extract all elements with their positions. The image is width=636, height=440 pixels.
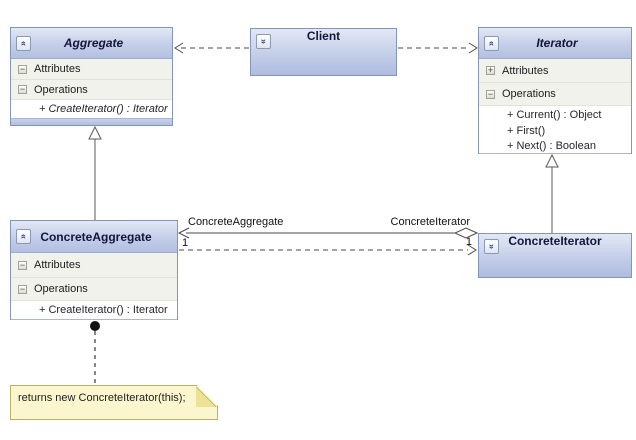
dependency-client-aggregate[interactable]: [174, 42, 249, 54]
section-collapse-icon[interactable]: −: [18, 259, 27, 270]
class-footer: [11, 118, 172, 125]
operation-member: + CreateIterator() : Iterator: [11, 100, 172, 118]
collapse-button[interactable]: «: [16, 229, 31, 244]
class-box-iterator[interactable]: « Iterator + Attributes − Operations + C…: [478, 27, 632, 154]
collapse-button[interactable]: «: [484, 35, 499, 51]
class-header: « Aggregate: [11, 28, 172, 59]
chevron-double-up-icon: «: [486, 40, 497, 46]
class-box-concrete-iterator[interactable]: » ConcreteIterator: [478, 233, 632, 278]
chevron-double-down-icon: »: [486, 243, 497, 250]
comment-note-text: returns new ConcreteIterator(this);: [18, 392, 186, 404]
section-expand-icon[interactable]: +: [486, 65, 495, 75]
chevron-double-up-icon: «: [18, 233, 29, 240]
class-title: ConcreteIterator: [508, 234, 602, 248]
section-label: Operations: [34, 283, 88, 295]
class-box-client[interactable]: » Client: [250, 28, 397, 76]
class-header: « Iterator: [479, 28, 631, 59]
note-anchor[interactable]: [90, 321, 100, 384]
class-box-aggregate[interactable]: « Aggregate − Attributes − Operations + …: [10, 27, 173, 126]
class-title: ConcreteAggregate: [40, 229, 152, 244]
class-footer: [479, 153, 631, 154]
class-title: Iterator: [536, 36, 578, 50]
operation-member: + Current() : Object: [479, 106, 631, 123]
association-concreteaggregate-concreteiterator[interactable]: [177, 227, 479, 239]
class-box-concrete-aggregate[interactable]: « ConcreteAggregate − Attributes − Opera…: [10, 220, 178, 320]
generalization-concreteiterator-iterator[interactable]: [545, 153, 559, 233]
operation-member: + CreateIterator() : Iterator: [11, 301, 177, 319]
section-label: Attributes: [502, 64, 549, 77]
section-collapse-icon[interactable]: −: [486, 88, 495, 99]
expand-button[interactable]: »: [256, 34, 271, 49]
association-role-label-left: ConcreteAggregate: [188, 216, 284, 228]
dependency-client-iterator[interactable]: [398, 42, 478, 54]
operation-member: + Next() : Boolean: [479, 138, 631, 153]
attributes-section: − Attributes: [11, 253, 177, 278]
class-title: Aggregate: [63, 36, 124, 50]
operations-section: − Operations: [11, 278, 177, 301]
section-label: Attributes: [34, 259, 81, 271]
section-label: Operations: [34, 83, 88, 96]
section-collapse-icon[interactable]: −: [18, 283, 27, 294]
class-footer: [11, 319, 177, 320]
section-label: Operations: [502, 88, 556, 100]
chevron-double-up-icon: «: [18, 40, 29, 46]
operations-section: − Operations: [11, 80, 172, 100]
attributes-section: − Attributes: [11, 59, 172, 80]
chevron-double-down-icon: »: [258, 38, 269, 45]
multiplicity-label-right: 1: [465, 236, 472, 248]
section-label: Attributes: [34, 63, 81, 75]
expand-button[interactable]: »: [484, 239, 499, 254]
attributes-section: + Attributes: [479, 59, 631, 83]
class-header: « ConcreteAggregate: [11, 221, 177, 253]
dependency-concreteaggregate-concreteiterator[interactable]: [179, 244, 477, 256]
comment-note[interactable]: returns new ConcreteIterator(this);: [10, 385, 218, 420]
generalization-concreteaggregate-aggregate[interactable]: [88, 125, 102, 220]
section-collapse-icon[interactable]: −: [18, 84, 27, 94]
association-role-label-right: ConcreteIterator: [390, 216, 470, 228]
collapse-button[interactable]: «: [16, 35, 31, 51]
operations-section: − Operations: [479, 83, 631, 106]
section-collapse-icon[interactable]: −: [18, 63, 27, 74]
class-title: Client: [306, 29, 341, 43]
multiplicity-label-left: 1: [182, 237, 189, 249]
operation-member: + First(): [479, 123, 631, 138]
